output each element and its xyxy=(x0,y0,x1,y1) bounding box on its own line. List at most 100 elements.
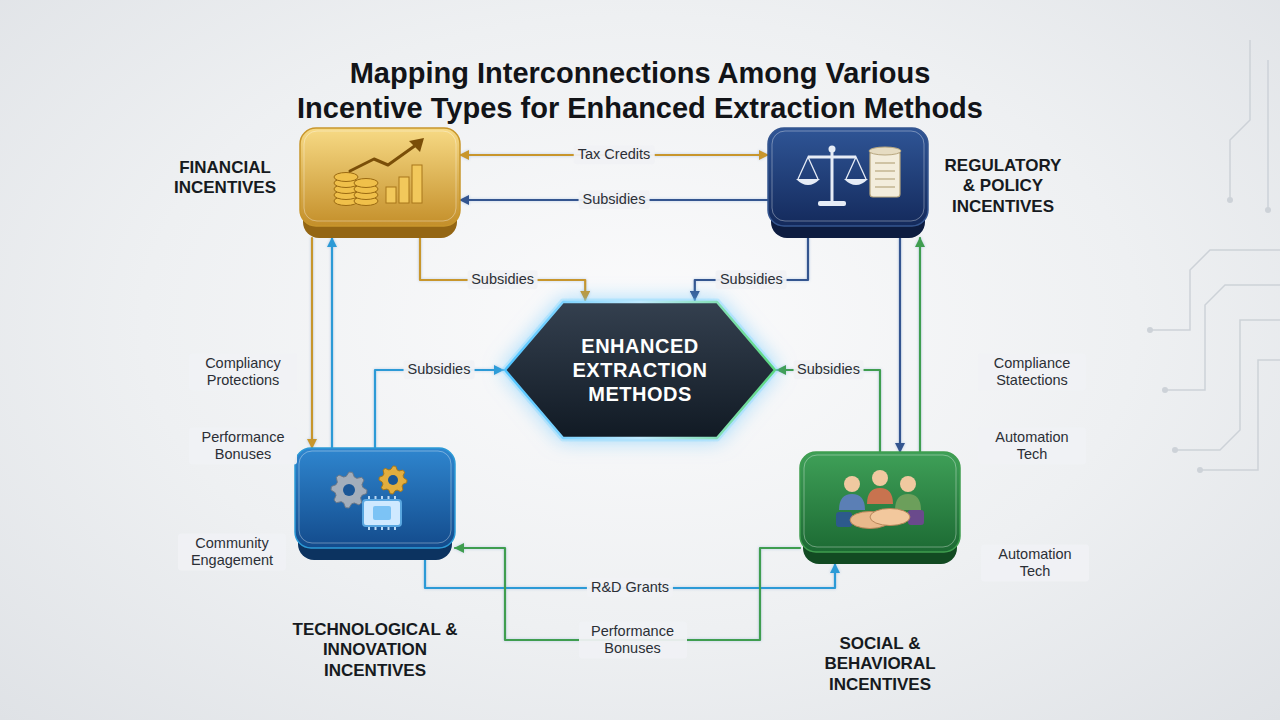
tile-graphic xyxy=(800,452,960,564)
person-body xyxy=(895,494,921,510)
scroll-line xyxy=(875,162,895,163)
connector-arrow xyxy=(420,238,585,300)
circuit-trace xyxy=(1267,60,1269,210)
gear-hole xyxy=(388,475,398,485)
circuit-trace xyxy=(1200,360,1280,470)
circuit-pad xyxy=(1227,197,1233,203)
scale-pan xyxy=(796,179,820,185)
circuit-pad xyxy=(1172,447,1178,453)
connector-arrow xyxy=(919,238,921,452)
tile-icon xyxy=(796,146,901,207)
scroll-curl xyxy=(869,147,901,155)
incentive-tile: SOCIAL & BEHAVIORAL INCENTIVES xyxy=(800,452,960,564)
trend-arrow xyxy=(350,145,416,171)
edge-label: Subsidies xyxy=(716,270,787,289)
scroll-sheet xyxy=(870,151,900,197)
center-hub: ENHANCED EXTRACTION METHODS xyxy=(503,300,777,440)
connector-arrow xyxy=(899,238,901,452)
annotation-label: Automation Tech xyxy=(981,545,1089,582)
edge-label: Performance Bonuses xyxy=(189,428,297,465)
scale-string xyxy=(846,157,866,179)
hub-text-box: ENHANCED EXTRACTION METHODS xyxy=(565,334,715,406)
edge-label: Subsidies xyxy=(579,190,650,209)
tile-heading: TECHNOLOGICAL & INNOVATION INCENTIVES xyxy=(280,620,470,681)
tile-graphic xyxy=(295,448,455,560)
hub-label: ENHANCED EXTRACTION METHODS xyxy=(565,334,715,406)
gear-hole xyxy=(343,484,355,496)
person-head xyxy=(872,470,888,486)
circuit-pad xyxy=(1265,207,1271,213)
annotation-label: Community Engagement xyxy=(178,534,286,571)
tile-sheen xyxy=(299,451,451,543)
chart-bar xyxy=(412,165,422,203)
person-body xyxy=(867,488,893,504)
diagram-title: Mapping Interconnections Among Various I… xyxy=(286,56,994,126)
edge-label: Compliancy Protections xyxy=(189,354,297,391)
edge-label: Automation Tech xyxy=(978,428,1086,465)
circuit-traces xyxy=(1150,40,1280,470)
incentive-tile: REGULATORY & POLICY INCENTIVES xyxy=(768,128,928,238)
chip-core xyxy=(373,506,391,520)
edge-label: Compliance Statections xyxy=(978,354,1086,391)
incentive-tile: FINANCIAL INCENTIVES xyxy=(300,128,460,238)
tile-sheen xyxy=(304,131,456,221)
tile-icon xyxy=(331,466,407,530)
circuit-pad xyxy=(1147,327,1153,333)
gear xyxy=(379,466,407,494)
tile-heading-box: SOCIAL & BEHAVIORAL INCENTIVES xyxy=(800,634,960,695)
tile-icon xyxy=(836,470,924,529)
circuit-pad xyxy=(1197,467,1203,473)
edge-label: R&D Grants xyxy=(587,578,673,597)
chip xyxy=(363,500,401,526)
person-body xyxy=(839,494,865,510)
tile-face xyxy=(300,128,460,226)
tile-heading-box: FINANCIAL INCENTIVES xyxy=(160,158,290,199)
tile-sheen xyxy=(804,455,956,547)
scale-string xyxy=(798,157,818,179)
tile-face xyxy=(768,128,928,226)
hand xyxy=(870,509,910,526)
hub-face xyxy=(505,302,775,438)
tile-heading: SOCIAL & BEHAVIORAL INCENTIVES xyxy=(800,634,960,695)
scroll-line xyxy=(875,178,895,179)
connector-arrow xyxy=(375,370,503,448)
edge-label: Subsidies xyxy=(793,360,864,379)
incentive-tile: TECHNOLOGICAL & INNOVATION INCENTIVES xyxy=(295,448,455,560)
connector-arrow xyxy=(311,238,313,448)
edge-label: Subsidies xyxy=(467,270,538,289)
trend-arrow-head xyxy=(409,138,424,152)
chart-bar xyxy=(399,177,409,203)
tile-graphic xyxy=(300,128,460,238)
tile-face xyxy=(800,452,960,552)
tile-sheen xyxy=(772,131,924,221)
circuit-trace xyxy=(1175,320,1280,450)
edge-label: Tax Credits xyxy=(574,145,655,164)
circuit-trace xyxy=(1230,40,1250,200)
circuit-trace xyxy=(1150,250,1280,330)
hub-glow xyxy=(505,302,775,438)
circuit-pads xyxy=(1147,197,1271,473)
circuit-pad xyxy=(1162,387,1168,393)
tile-icon xyxy=(334,138,424,206)
edge-label: Subsidies xyxy=(404,360,475,379)
connector-arrow xyxy=(695,238,808,300)
gear xyxy=(331,472,367,508)
scale-pan xyxy=(844,179,868,185)
circuit-trace xyxy=(1165,285,1280,390)
chart-bar xyxy=(386,187,396,203)
coin xyxy=(334,173,358,182)
connector-arrow xyxy=(331,238,333,448)
coin xyxy=(354,179,378,188)
scale-beam xyxy=(808,156,856,159)
tile-heading-box: REGULATORY & POLICY INCENTIVES xyxy=(938,156,1068,217)
scale-base xyxy=(818,201,846,206)
tile-heading-box: TECHNOLOGICAL & INNOVATION INCENTIVES xyxy=(280,620,470,681)
person-head xyxy=(844,476,860,492)
scale-knob xyxy=(829,146,836,153)
tile-heading: REGULATORY & POLICY INCENTIVES xyxy=(938,156,1068,217)
edge-label: Performance Bonuses xyxy=(579,622,687,659)
scroll-line xyxy=(875,170,895,171)
tile-face xyxy=(295,448,455,548)
tile-graphic xyxy=(768,128,928,238)
